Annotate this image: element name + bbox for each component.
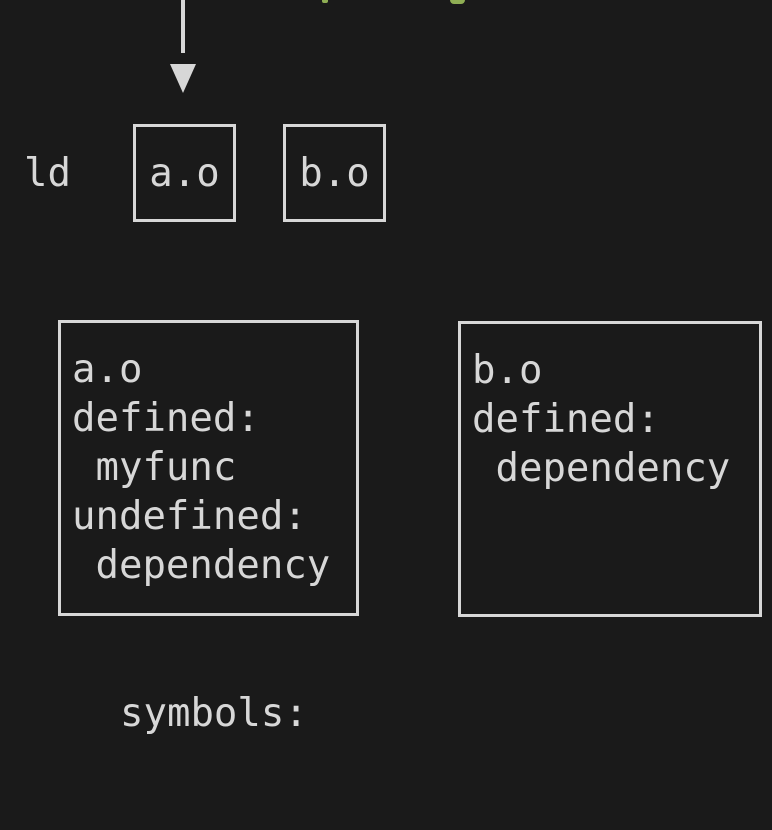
object-file-label: b.o — [299, 150, 370, 196]
clipped-green-code-fragment — [322, 0, 328, 3]
clipped-green-code-fragment — [450, 0, 465, 4]
symbols-label: symbols: — [120, 691, 308, 736]
object-file-label: a.o — [149, 150, 220, 196]
symbol-table-box-ao: a.o defined: myfunc undefined: dependenc… — [58, 320, 359, 616]
symbol-table-text: a.o defined: myfunc undefined: dependenc… — [72, 347, 331, 588]
object-file-box-ao: a.o — [133, 124, 236, 222]
symbol-table-text: b.o defined: dependency — [472, 348, 731, 491]
arrow-head — [170, 64, 196, 93]
symbol-table-box-bo: b.o defined: dependency — [458, 321, 762, 617]
object-file-box-bo: b.o — [283, 124, 386, 222]
linker-label: ld — [24, 151, 71, 196]
arrow-shaft — [181, 0, 185, 53]
